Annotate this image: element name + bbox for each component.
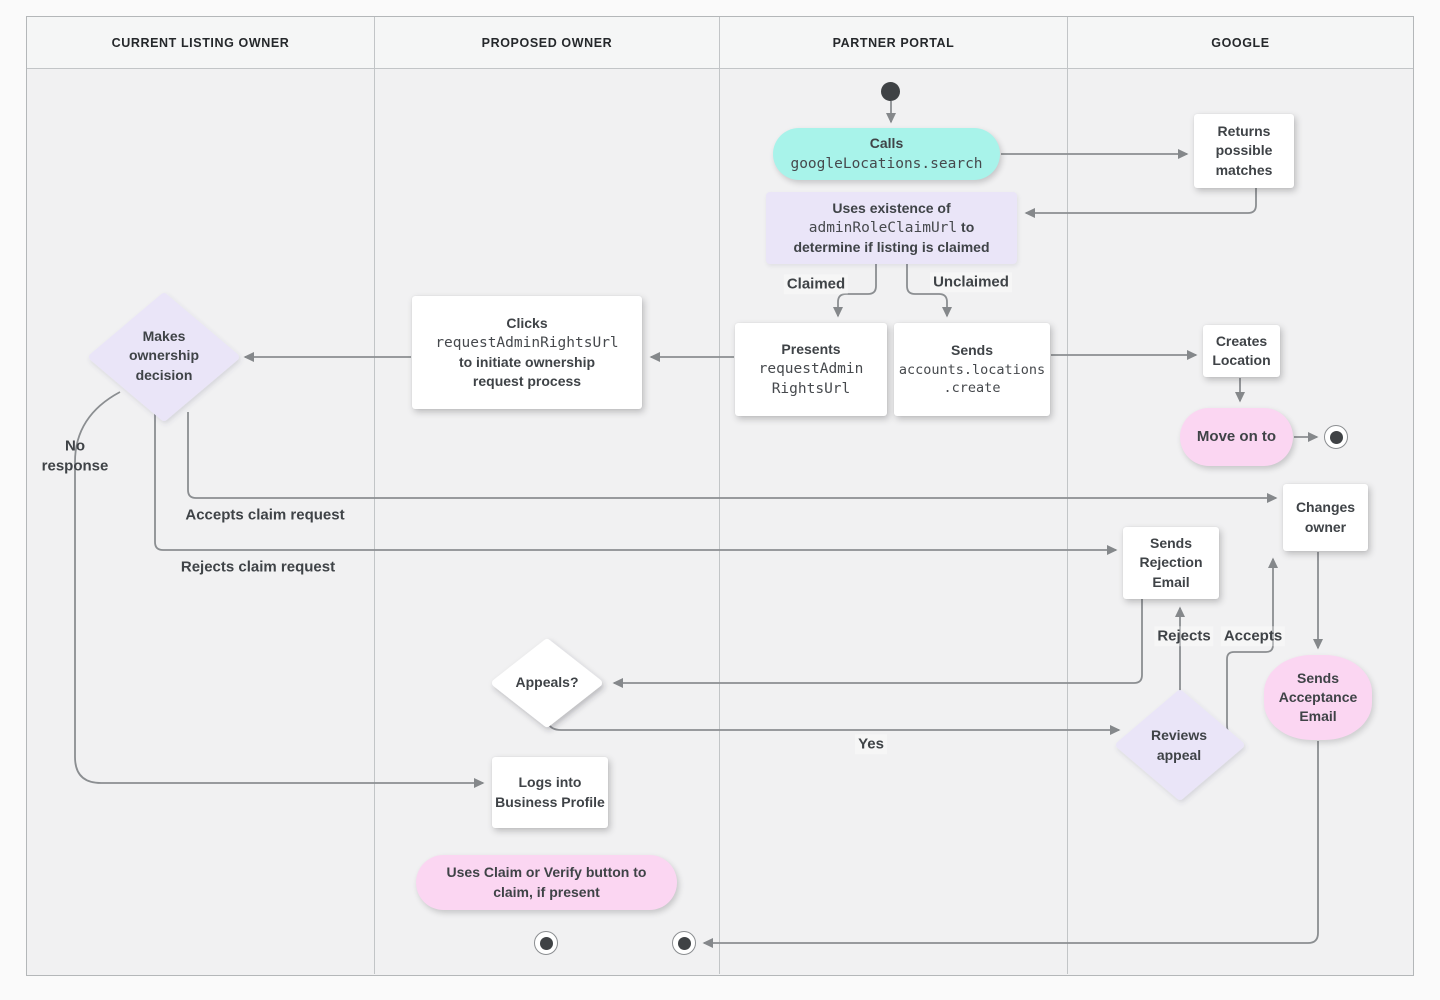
lane-header-partner-portal: PARTNER PORTAL xyxy=(720,17,1068,68)
unclaimed-edge-label: Unclaimed xyxy=(930,272,1012,292)
lane-header-row: CURRENT LISTING OWNER PROPOSED OWNER PAR… xyxy=(27,17,1413,69)
node-code-line1: requestAdmin xyxy=(758,361,864,378)
node-title: Calls xyxy=(869,135,904,152)
sends-rejection-email-node: Sends Rejection Email xyxy=(1123,527,1219,599)
yes-edge-label: Yes xyxy=(855,734,887,754)
sends-acceptance-email-node: Sends Acceptance Email xyxy=(1264,655,1372,740)
end-node-move-on xyxy=(1324,425,1348,449)
reviews-appeal-label: Reviews appeal xyxy=(1150,727,1208,763)
start-node xyxy=(881,82,900,101)
node-title: Sends xyxy=(950,342,993,359)
lane-header-current-listing-owner: CURRENT LISTING OWNER xyxy=(27,17,375,68)
note-line3: determine if listing is claimed xyxy=(793,239,990,255)
node-label: Logs into Business Profile xyxy=(495,774,605,810)
node-line3: to initiate ownership xyxy=(458,353,596,370)
node-code-line1: accounts.locations xyxy=(898,361,1046,378)
end-node-dot xyxy=(1329,430,1343,444)
rejects-claim-request-edge-label: Rejects claim request xyxy=(180,558,336,576)
node-label: Creates Location xyxy=(1212,332,1271,368)
lane-proposed-owner xyxy=(375,69,720,974)
node-title: Presents xyxy=(781,340,841,357)
presents-request-admin-rights-url-node: Presents requestAdmin RightsUrl xyxy=(735,323,887,416)
end-node-acceptance xyxy=(672,931,696,955)
no-response-edge-label: No response xyxy=(41,437,109,475)
node-title: Clicks xyxy=(506,314,548,331)
clicks-request-admin-rights-url-node: Clicks requestAdminRightsUrl to initiate… xyxy=(412,296,642,409)
node-label: Sends Rejection Email xyxy=(1139,535,1203,590)
appeals-label: Appeals? xyxy=(515,674,579,691)
accepts-claim-request-edge-label: Accepts claim request xyxy=(185,506,345,524)
node-label: Uses Claim or Verify button to claim, if… xyxy=(446,864,647,900)
sends-accounts-locations-create-node: Sends accounts.locations .create xyxy=(894,323,1050,416)
end-node-claim xyxy=(534,931,558,955)
note-line2: adminRoleClaimUrl to xyxy=(809,218,975,238)
lane-header-google: GOOGLE xyxy=(1211,35,1270,50)
returns-possible-matches-node: Returns possible matches xyxy=(1194,114,1294,188)
node-label: Sends Acceptance Email xyxy=(1278,669,1358,725)
node-code-line2: RightsUrl xyxy=(771,381,851,398)
note-line2-suffix: to xyxy=(957,219,975,235)
logs-into-business-profile-node: Logs into Business Profile xyxy=(492,757,608,828)
accepts-edge-label: Accepts xyxy=(1220,626,1286,646)
node-label: Changes owner xyxy=(1295,499,1356,535)
calls-google-locations-search-node: Calls googleLocations.search xyxy=(773,128,1000,180)
note-code: adminRoleClaimUrl xyxy=(808,220,958,236)
creates-location-node: Creates Location xyxy=(1203,325,1280,377)
note-line1: Uses existence of xyxy=(832,199,951,216)
uses-existence-note: Uses existence of adminRoleClaimUrl to d… xyxy=(766,192,1017,264)
changes-owner-node: Changes owner xyxy=(1283,484,1368,551)
move-on-to-node: Move on to xyxy=(1180,408,1293,466)
node-code: googleLocations.search xyxy=(790,155,983,172)
node-code: requestAdminRightsUrl xyxy=(435,334,619,351)
node-code-line2: .create xyxy=(943,380,1001,397)
rejects-edge-label: Rejects xyxy=(1154,626,1214,646)
claimed-edge-label: Claimed xyxy=(783,274,849,294)
node-label: Move on to xyxy=(1196,427,1277,445)
makes-ownership-decision-label: Makes ownership decision xyxy=(128,327,199,383)
node-line4: request process xyxy=(472,373,582,390)
lane-header-proposed-owner: PROPOSED OWNER xyxy=(375,17,720,68)
node-label: Returns possible matches xyxy=(1215,123,1273,178)
end-node-dot xyxy=(677,936,691,950)
uses-claim-or-verify-node: Uses Claim or Verify button to claim, if… xyxy=(416,855,677,910)
end-node-dot xyxy=(539,936,553,950)
